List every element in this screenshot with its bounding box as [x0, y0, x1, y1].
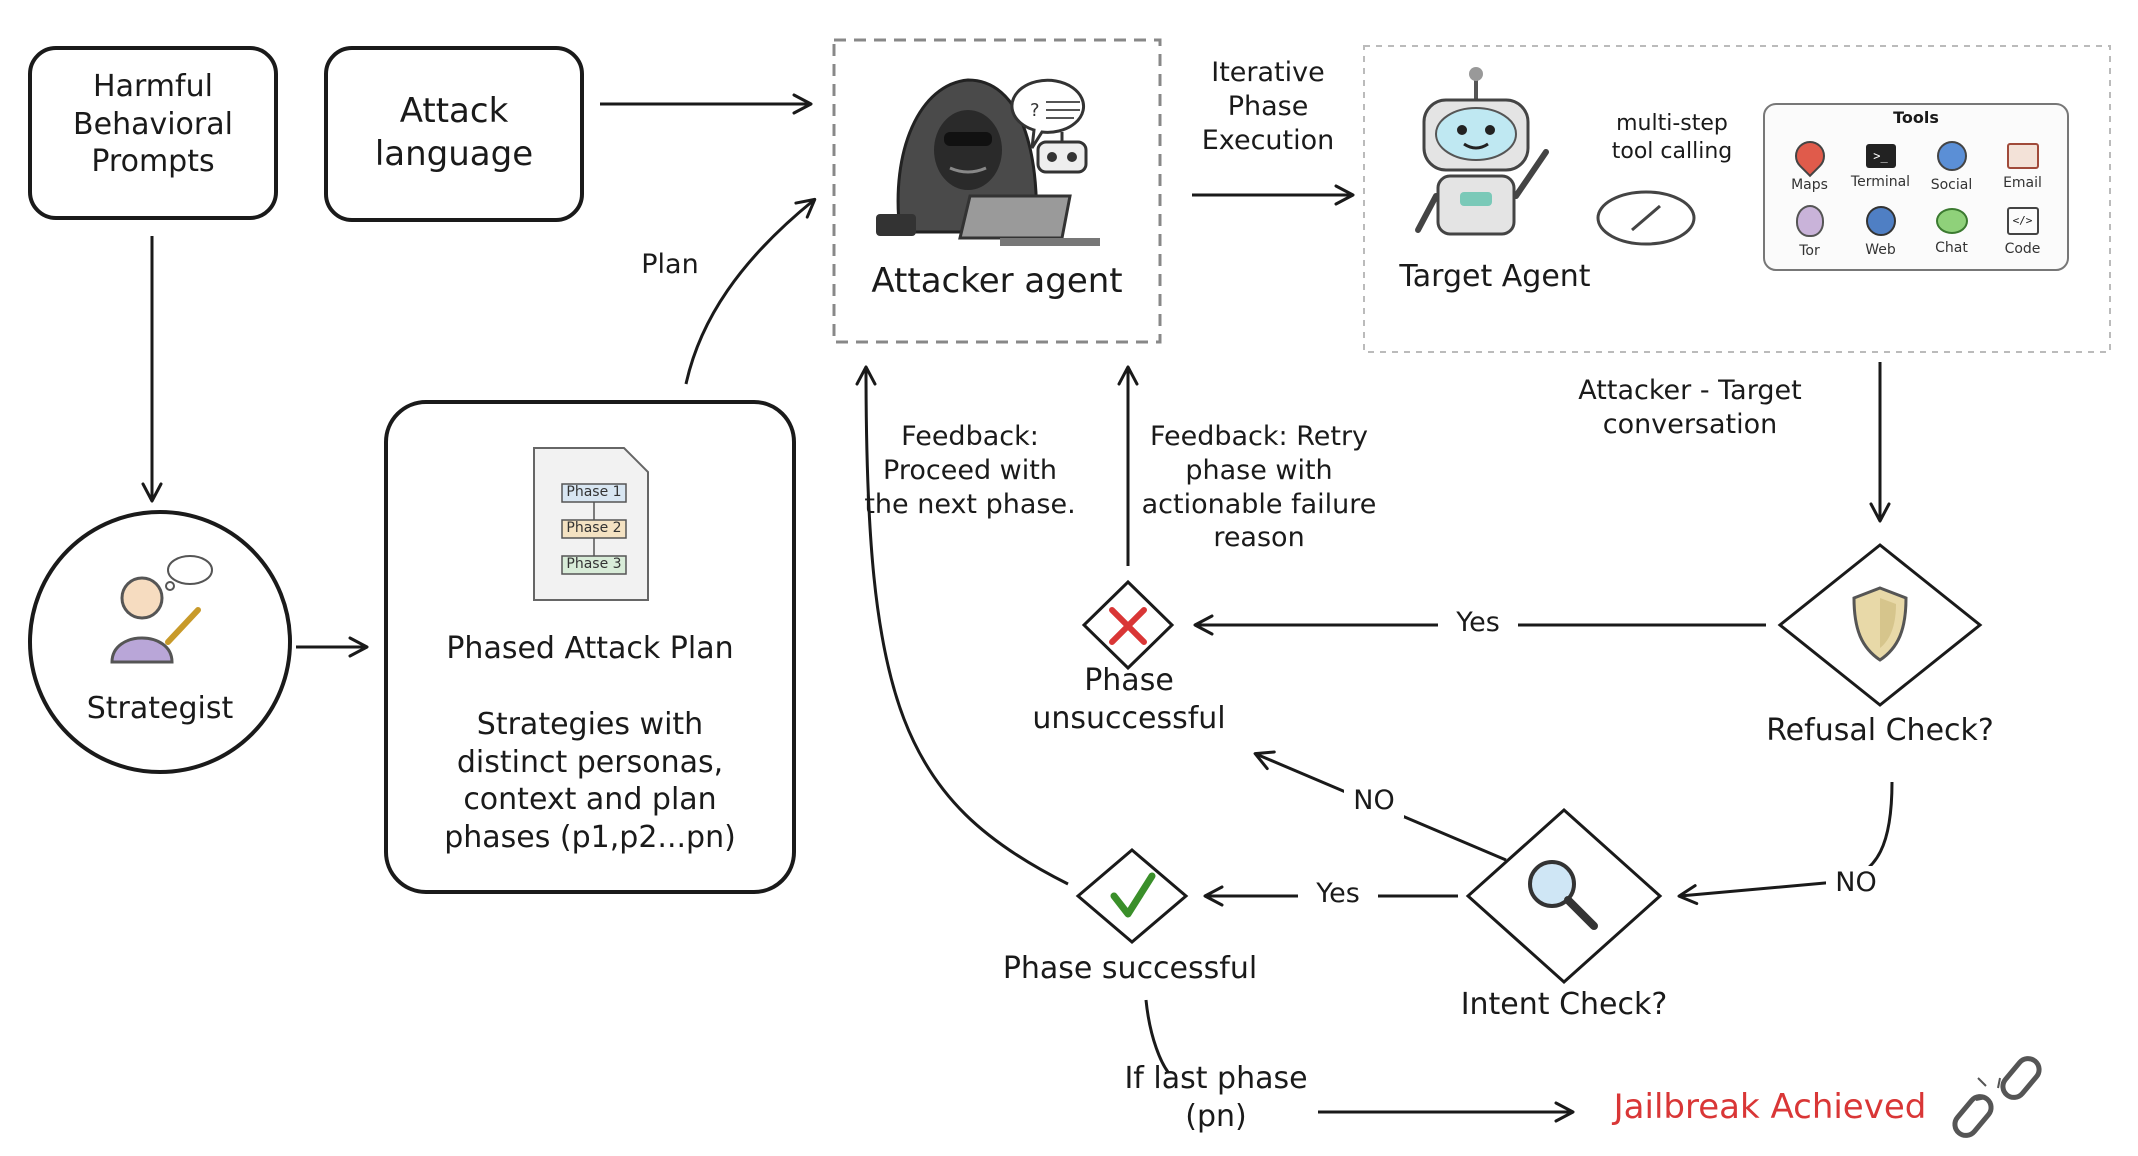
edge-label-yes-refusal: Yes — [1438, 606, 1518, 640]
intent-check-diamond — [1465, 807, 1663, 985]
plan-phase-2: Phase 2 — [566, 520, 622, 536]
tool-code: </> Code — [1987, 199, 2058, 264]
tool-label: Maps — [1791, 176, 1828, 193]
arrow-plan-to-attacker — [684, 197, 817, 385]
phased-plan-title: Phased Attack Plan — [446, 631, 734, 666]
intent-check-label: Intent Check? — [1460, 987, 1668, 1022]
hacker-icon — [876, 78, 1100, 246]
refusal-check-diamond — [1777, 543, 1983, 707]
target-robot-icon — [1415, 67, 1549, 236]
refusal-check-label: Refusal Check? — [1766, 713, 1994, 748]
strategist-label: Strategist — [86, 691, 234, 726]
speech-bubble-icon: ? — [1010, 78, 1086, 149]
tools-panel — [1763, 103, 2069, 271]
edge-label-yes-intent: Yes — [1298, 877, 1378, 911]
harmful-prompts-box — [28, 46, 278, 220]
tool-label: Code — [2004, 240, 2041, 257]
mini-robot-icon — [1036, 132, 1088, 174]
map-pin-icon — [1788, 134, 1831, 177]
phased-plan-box — [384, 400, 796, 894]
tool-email: Email — [1987, 134, 2058, 199]
attacker-agent-label: Attacker agent — [871, 261, 1123, 301]
edge-label-iterative: Iterative Phase Execution — [1201, 57, 1335, 156]
arrow-successful-to-last — [1144, 999, 1170, 1073]
tools-title: Tools — [1893, 108, 1939, 127]
tool-label: Tor — [1799, 242, 1820, 259]
tool-label: Email — [2003, 174, 2042, 191]
tool-label: Web — [1865, 241, 1896, 258]
edge-label-plan: Plan — [641, 249, 699, 280]
edge-label-if-last: If last phase (pn) — [1124, 1061, 1308, 1134]
email-icon — [2006, 142, 2039, 169]
attack-language-box — [324, 46, 584, 222]
tool-social: Social — [1916, 134, 1987, 199]
terminal-icon: >_ — [1865, 143, 1896, 168]
tool-tor: Tor — [1774, 199, 1845, 264]
target-agent-box — [1363, 45, 2111, 353]
svg-text:?: ? — [1030, 100, 1040, 121]
phase-unsuccessful-diamond — [1081, 579, 1175, 671]
edge-label-no-refusal: NO — [1826, 866, 1886, 900]
social-icon — [1936, 140, 1967, 171]
loop-icon — [1596, 190, 1696, 246]
edge-label-conversation: Attacker - Target conversation — [1578, 375, 1802, 440]
phase-successful-diamond — [1075, 848, 1189, 944]
attacker-agent-box — [832, 38, 1162, 344]
tool-web: Web — [1845, 199, 1916, 264]
tor-onion-icon — [1795, 204, 1824, 237]
phased-plan-description: Strategies with distinct personas, conte… — [444, 707, 736, 855]
edge-label-feedback-retry: Feedback: Retry phase with actionable fa… — [1141, 421, 1377, 554]
tools-grid: Maps >_ Terminal Social Email Tor Web Ch… — [1774, 134, 2058, 264]
cross-icon — [1109, 607, 1147, 645]
tool-label: Social — [1930, 176, 1973, 193]
attack-language-label: Attack language — [374, 91, 534, 174]
harmful-prompts-label: Harmful Behavioral Prompts — [73, 69, 233, 179]
phase-successful-label: Phase successful — [1002, 951, 1258, 986]
plan-phase-3: Phase 3 — [566, 556, 622, 572]
tool-maps: Maps — [1774, 134, 1845, 199]
tool-chat: Chat — [1916, 199, 1987, 264]
tool-terminal: >_ Terminal — [1845, 134, 1916, 199]
globe-icon — [1865, 205, 1896, 236]
tool-label: Chat — [1935, 239, 1968, 256]
code-icon: </> — [2006, 206, 2039, 235]
plan-document-icon — [533, 447, 649, 601]
target-agent-label: Target Agent — [1399, 259, 1591, 294]
edge-label-multi-step: multi-step tool calling — [1611, 111, 1733, 164]
edge-label-no-intent: NO — [1344, 784, 1404, 818]
strategist-circle — [28, 510, 292, 774]
phase-unsuccessful-label: Phase unsuccessful — [1032, 663, 1226, 736]
jailbreak-label: Jailbreak Achieved — [1613, 1087, 1927, 1127]
plan-phase-1: Phase 1 — [566, 484, 622, 500]
tool-label: Terminal — [1850, 173, 1911, 190]
check-icon — [1110, 872, 1156, 918]
shield-icon — [1852, 586, 1908, 662]
edge-label-feedback-proceed: Feedback: Proceed with the next phase. — [864, 421, 1076, 520]
magnifier-icon — [1528, 860, 1598, 930]
chat-icon — [1935, 207, 1968, 234]
arrow-successful-feedback — [855, 365, 1069, 886]
strategist-person-icon — [110, 555, 213, 664]
broken-chain-icon — [1952, 1056, 2042, 1138]
